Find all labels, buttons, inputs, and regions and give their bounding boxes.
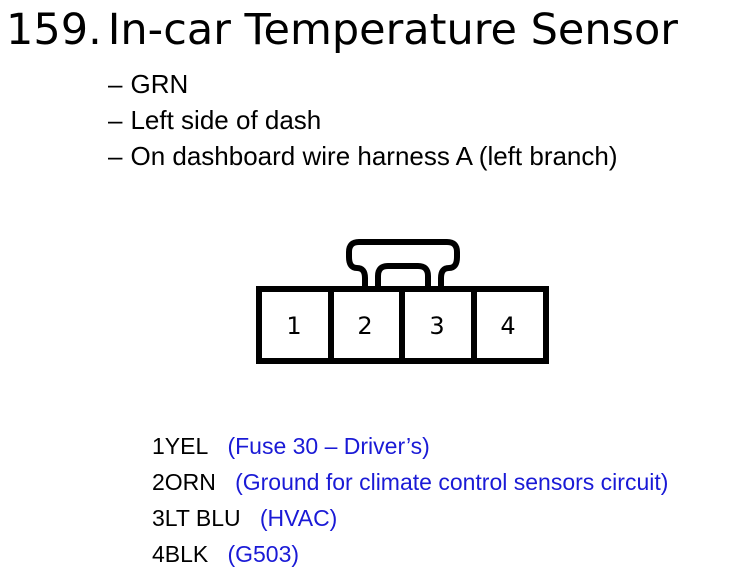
detail-text: On dashboard wire harness A (left branch… xyxy=(130,141,618,171)
pin-number: 1 xyxy=(152,433,165,459)
circuit-description: (Ground for climate control sensors circ… xyxy=(235,469,669,495)
wire-color: ORN xyxy=(164,469,216,495)
pinout-row: 3LT BLU (HVAC) xyxy=(152,500,668,536)
component-details: –GRN –Left side of dash –On dashboard wi… xyxy=(108,66,618,174)
bullet-dash: – xyxy=(108,69,123,99)
pinout-row: 1YEL (Fuse 30 – Driver’s) xyxy=(152,428,668,464)
circuit-description: (Fuse 30 – Driver’s) xyxy=(227,433,430,459)
detail-harness: –On dashboard wire harness A (left branc… xyxy=(108,138,618,174)
pinout-row: 4BLK (G503) xyxy=(152,536,668,572)
pinout-list: 1YEL (Fuse 30 – Driver’s) 2ORN (Ground f… xyxy=(152,428,668,572)
detail-connector-color: –GRN xyxy=(108,66,618,102)
wire-color: LT BLU xyxy=(164,505,241,531)
page-title: 159.In-car Temperature Sensor xyxy=(6,2,678,58)
pinout-row: 2ORN (Ground for climate control sensors… xyxy=(152,464,668,500)
wire-color: YEL xyxy=(164,433,209,459)
bullet-dash: – xyxy=(108,141,123,171)
pin-number: 2 xyxy=(152,469,165,495)
latch-inner xyxy=(375,263,431,289)
connector-latch xyxy=(346,239,460,289)
pin-number: 3 xyxy=(152,505,165,531)
cavity-label-2: 2 xyxy=(357,312,372,340)
component-number: 159. xyxy=(6,5,102,55)
cavity-label-4: 4 xyxy=(500,312,515,340)
detail-text: GRN xyxy=(130,69,189,99)
detail-text: Left side of dash xyxy=(130,105,322,135)
wire-color: BLK xyxy=(164,541,209,567)
component-name: In-car Temperature Sensor xyxy=(107,5,678,55)
circuit-description: (G503) xyxy=(227,541,300,567)
cavity-label-3: 3 xyxy=(429,312,444,340)
circuit-description: (HVAC) xyxy=(259,505,338,531)
bullet-dash: – xyxy=(108,105,123,135)
detail-location: –Left side of dash xyxy=(108,102,618,138)
pin-number: 4 xyxy=(152,541,165,567)
cavity-label-1: 1 xyxy=(286,312,301,340)
